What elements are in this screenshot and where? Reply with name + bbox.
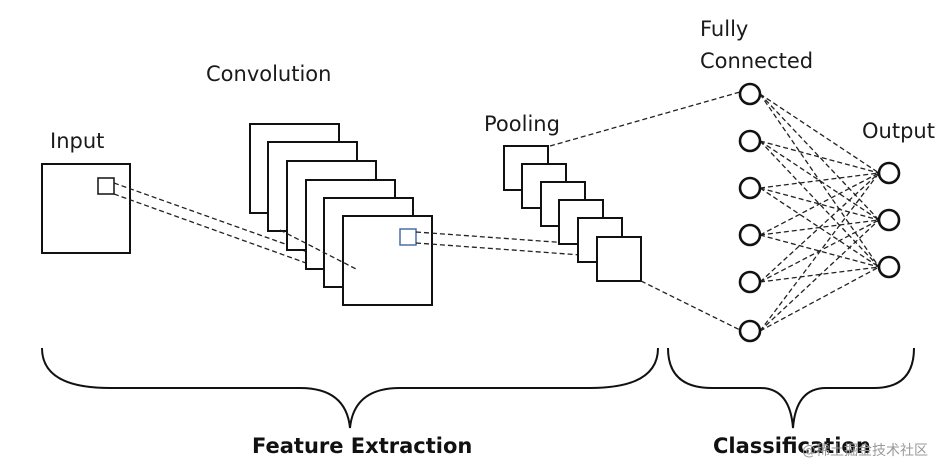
- fc-edge: [759, 172, 880, 189]
- watermark-text: @稀土掘金技术社区: [802, 443, 928, 459]
- fc-edge: [759, 187, 880, 221]
- fc-edge: [759, 266, 880, 283]
- classification-brace: [667, 347, 915, 429]
- hidden-node: [738, 319, 762, 343]
- hidden-node: [738, 82, 762, 106]
- fc-edge: [759, 172, 880, 332]
- pooling-feature-maps: [503, 145, 642, 282]
- convolution-label: Convolution: [206, 62, 331, 86]
- hidden-node: [738, 176, 762, 200]
- fc-edge: [759, 93, 880, 221]
- fc-edge: [759, 234, 880, 268]
- feature-extraction-label: Feature Extraction: [252, 434, 472, 458]
- fc-edge: [759, 140, 880, 268]
- classification-label: Classification: [713, 434, 871, 458]
- output-node: [877, 255, 901, 279]
- input-label: Input: [50, 129, 104, 153]
- fc-connections: [759, 93, 880, 332]
- input-to-conv-line: [279, 229, 359, 271]
- input-to-conv-line: [113, 193, 321, 269]
- pool-feature-map: [596, 236, 642, 282]
- input-receptive-field: [97, 177, 115, 195]
- pool-to-fc-line: [549, 91, 741, 147]
- convolution-feature-maps: [249, 123, 433, 306]
- conv-receptive-field: [399, 228, 417, 246]
- fc-edge: [759, 140, 880, 174]
- hidden-node: [738, 223, 762, 247]
- input-image: [41, 163, 131, 254]
- hidden-layer: [738, 82, 762, 343]
- fully-connected-label-line2: Connected: [700, 49, 813, 73]
- fc-edge: [759, 172, 880, 236]
- pool-to-fc-line: [640, 280, 741, 331]
- output-layer: [877, 161, 901, 279]
- fc-edge: [759, 266, 880, 332]
- pooling-label: Pooling: [484, 112, 560, 136]
- conv-feature-map: [342, 215, 433, 306]
- fully-connected-label-line1: Fully: [700, 17, 748, 41]
- hidden-node: [738, 129, 762, 153]
- fc-edge: [759, 219, 880, 332]
- feature-extraction-brace: [41, 347, 659, 429]
- conv-to-pool-line: [415, 242, 596, 257]
- output-node: [877, 161, 901, 185]
- output-node: [877, 208, 901, 232]
- hidden-node: [738, 270, 762, 294]
- input-to-conv-line: [113, 182, 359, 271]
- output-label: Output: [862, 119, 935, 143]
- fc-edge: [759, 172, 880, 283]
